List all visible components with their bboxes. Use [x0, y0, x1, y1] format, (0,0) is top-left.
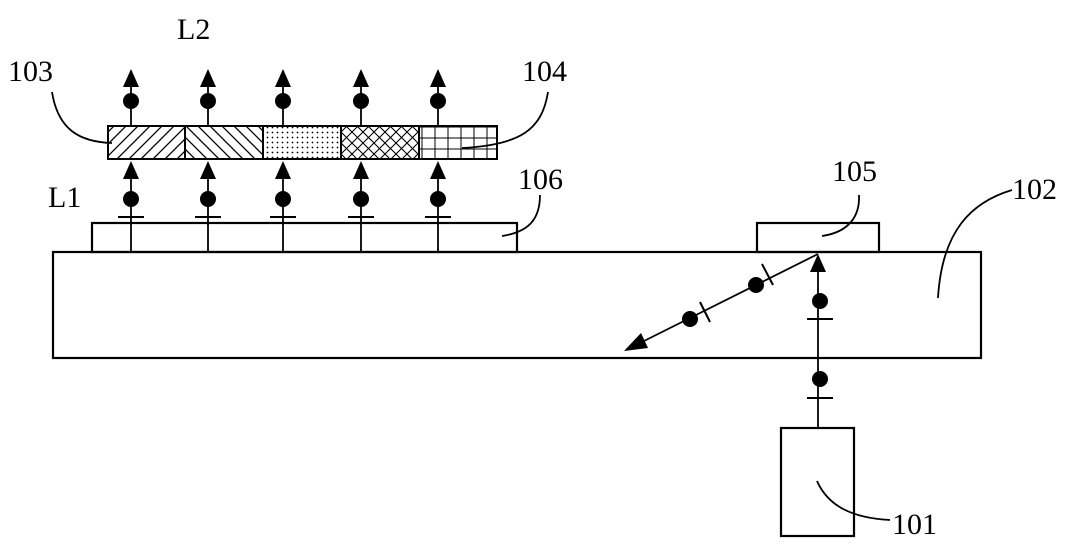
- ray-group: [118, 69, 451, 252]
- label-l1: L1: [48, 181, 81, 214]
- l2-arrowhead-5: [430, 69, 446, 87]
- l2-dot-4: [353, 93, 369, 109]
- leader-103: [51, 91, 113, 144]
- label-104: 104: [522, 55, 567, 88]
- leader-106: [501, 194, 541, 237]
- leader-105: [821, 194, 860, 237]
- l1-arrowhead-1: [123, 161, 139, 179]
- reflected-ray-dot-1: [748, 277, 764, 293]
- l2-dot-2: [200, 93, 216, 109]
- label-102: 102: [1012, 173, 1057, 206]
- l1-dot-3: [275, 191, 291, 207]
- l1-arrowhead-2: [200, 161, 216, 179]
- leader-101: [816, 480, 891, 521]
- l1-arrowhead-3: [275, 161, 291, 179]
- source-ray-dot-1: [812, 371, 828, 387]
- coupler-105: [755, 221, 881, 254]
- l1-dot-1: [123, 191, 139, 207]
- l1-dot-2: [200, 191, 216, 207]
- source-ray-arrowhead: [810, 254, 826, 272]
- filter-segment-5: [418, 125, 498, 160]
- reflected-ray-tick-1: [761, 263, 774, 286]
- leader-104: [461, 91, 549, 149]
- l2-arrowhead-2: [200, 69, 216, 87]
- reflected-ray: [624, 253, 819, 351]
- l2-arrowhead-4: [353, 69, 369, 87]
- source-ray: [807, 254, 833, 428]
- l1-dot-4: [353, 191, 369, 207]
- l1-arrowhead-5: [430, 161, 446, 179]
- reflected-ray-dot-2: [682, 311, 698, 327]
- label-101: 101: [892, 508, 937, 541]
- l1-dot-5: [430, 191, 446, 207]
- l2-dot-5: [430, 93, 446, 109]
- leader-102: [937, 189, 1013, 299]
- l1-arrowhead-4: [353, 161, 369, 179]
- filter-segment-1: [107, 125, 186, 160]
- coupler-106: [90, 221, 519, 254]
- filter-segment-3: [262, 125, 342, 160]
- label-l2: L2: [177, 13, 210, 46]
- substrate-102: [51, 250, 983, 360]
- filter-segment-2: [184, 125, 264, 160]
- label-105: 105: [832, 155, 877, 188]
- label-106: 106: [518, 163, 563, 196]
- filter-segment-4: [340, 125, 420, 160]
- reflected-ray-arrowhead: [624, 333, 648, 351]
- l2-dot-1: [123, 93, 139, 109]
- l2-dot-3: [275, 93, 291, 109]
- reflected-ray-tick-2: [699, 301, 711, 323]
- label-103: 103: [8, 55, 53, 88]
- l2-arrowhead-3: [275, 69, 291, 87]
- filter-strip: [107, 125, 498, 160]
- l2-arrowhead-1: [123, 69, 139, 87]
- source-ray-dot-2: [812, 293, 828, 309]
